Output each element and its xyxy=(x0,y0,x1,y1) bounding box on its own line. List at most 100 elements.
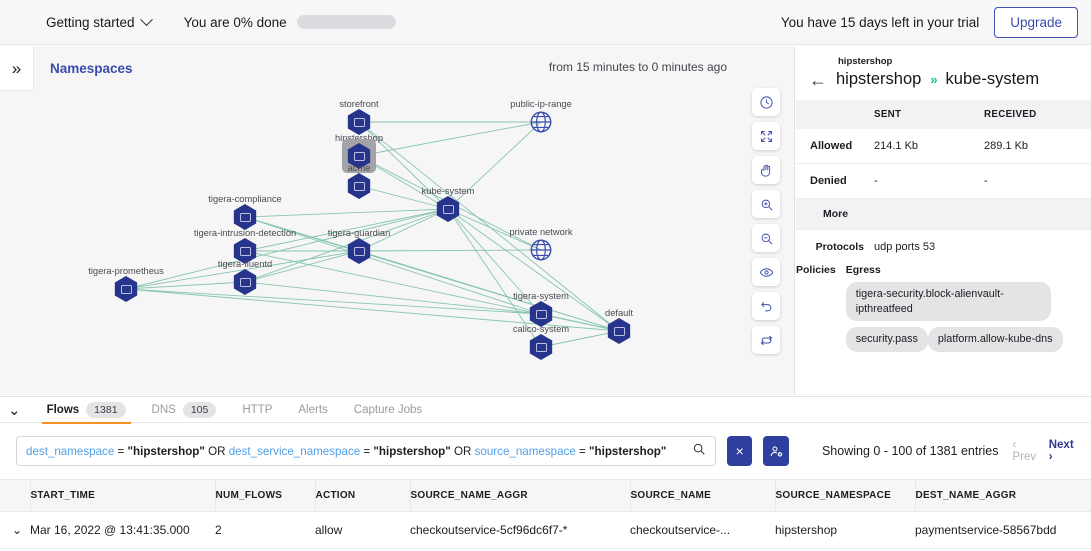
graph-time-range-label: from 15 minutes to 0 minutes ago xyxy=(548,60,727,74)
workload-hex-icon xyxy=(347,238,371,264)
collapse-chevron-down-icon[interactable]: ⌄ xyxy=(8,401,21,419)
col-source_name_aggr[interactable]: SOURCE_NAME_AGGR xyxy=(410,479,631,512)
col-num_flows[interactable]: NUM_FLOWS xyxy=(215,479,316,512)
graph-edges xyxy=(125,121,620,348)
sidebar-expand-toggle[interactable]: » xyxy=(0,46,34,91)
graph-node-tigera-prometheus[interactable] xyxy=(113,276,139,302)
node-screen-icon xyxy=(613,326,625,336)
graph-node-tigera-fluentd[interactable] xyxy=(232,269,258,295)
getting-started-menu[interactable]: Getting started xyxy=(46,12,153,30)
tab-alerts[interactable]: Alerts xyxy=(285,397,340,423)
prev-page-button[interactable]: ‹ Prev xyxy=(1012,439,1037,463)
detail-header: hipstershop ← hipstershop » kube-system xyxy=(796,46,1091,100)
tab-http[interactable]: HTTP xyxy=(229,397,285,423)
graph-node-kube-system[interactable] xyxy=(435,196,461,222)
query-token: = xyxy=(360,444,374,458)
more-section-label[interactable]: More xyxy=(796,199,1091,230)
col-received: RECEIVED xyxy=(984,109,1037,120)
upgrade-button[interactable]: Upgrade xyxy=(994,6,1078,38)
cell-num-flows: 2 xyxy=(215,511,315,549)
clock-icon[interactable] xyxy=(752,88,780,116)
graph-node-hipstershop[interactable] xyxy=(342,139,376,173)
policy-pill[interactable]: platform.allow-kube-dns xyxy=(927,327,1063,352)
service-graph-panel[interactable]: Namespaces from 15 minutes to 0 minutes … xyxy=(0,46,795,395)
workload-hex-icon xyxy=(529,334,553,360)
cell-action: allow xyxy=(315,511,410,549)
graph-breadcrumb-namespaces[interactable]: Namespaces xyxy=(50,61,133,76)
pan-hand-icon[interactable] xyxy=(752,156,780,184)
workload-hex-icon xyxy=(233,204,257,230)
table-row: Denied-- xyxy=(796,164,1091,199)
eye-icon[interactable] xyxy=(752,258,780,286)
graph-node-tigera-guardian[interactable] xyxy=(346,238,372,264)
graph-node-tigera-system[interactable] xyxy=(528,301,554,327)
tab-capture-jobs[interactable]: Capture Jobs xyxy=(341,397,435,423)
col-source_namespace[interactable]: SOURCE_NAMESPACE xyxy=(775,479,916,512)
stat-received: - xyxy=(984,175,988,187)
graph-toolbar xyxy=(752,88,780,354)
showing-entries-label: Showing 0 - 100 of 1381 entries xyxy=(821,444,999,458)
search-input[interactable]: dest_namespace = "hipstershop" OR dest_s… xyxy=(16,436,716,466)
node-screen-icon xyxy=(353,151,365,161)
zoom-in-icon[interactable] xyxy=(752,190,780,218)
undo-icon[interactable] xyxy=(752,292,780,320)
flow-direction-icon: » xyxy=(930,72,937,87)
node-screen-icon xyxy=(239,277,251,287)
search-icon[interactable] xyxy=(688,442,706,461)
tab-label: DNS xyxy=(151,403,176,416)
detail-title-row: ← hipstershop » kube-system xyxy=(796,70,1091,89)
expand-icon[interactable] xyxy=(752,122,780,150)
node-screen-icon xyxy=(353,246,365,256)
graph-node-calico-system[interactable] xyxy=(528,334,554,360)
query-token: = xyxy=(114,444,128,458)
row-expand-toggle[interactable]: ⌄ xyxy=(0,511,30,549)
node-screen-icon xyxy=(120,284,132,294)
workload-hex-icon xyxy=(347,143,371,169)
graph-node-tigera-compliance[interactable] xyxy=(232,204,258,230)
graph-node-default[interactable] xyxy=(606,318,632,344)
progress-bar xyxy=(296,15,396,29)
next-page-button[interactable]: Next › xyxy=(1048,439,1074,463)
refresh-icon[interactable] xyxy=(752,326,780,354)
clear-search-button[interactable]: × xyxy=(727,436,753,466)
query-token: "hipstershop" xyxy=(589,444,667,458)
user-settings-button[interactable] xyxy=(763,436,789,466)
query-token: dest_service_namespace xyxy=(228,444,361,458)
policy-pill[interactable]: tigera-security.block-alienvault-ipthrea… xyxy=(845,282,1051,322)
col-dest_name_aggr[interactable]: DEST_NAME_AGGR xyxy=(915,479,1091,512)
policies-label: Policies xyxy=(796,264,836,276)
node-screen-icon xyxy=(353,181,365,191)
chevron-down-icon xyxy=(139,12,153,26)
node-screen-icon xyxy=(239,246,251,256)
workload-hex-icon xyxy=(436,196,460,222)
col-start_time[interactable]: START_TIME xyxy=(30,479,216,512)
detail-namespace-label: hipstershop xyxy=(838,56,893,67)
close-icon: × xyxy=(735,443,744,459)
back-arrow-icon[interactable]: ← xyxy=(809,69,827,90)
workload-hex-icon xyxy=(233,269,257,295)
col-source_name[interactable]: SOURCE_NAME xyxy=(630,479,776,512)
col-expander xyxy=(0,479,31,512)
col-action[interactable]: ACTION xyxy=(315,479,411,512)
policy-pill[interactable]: security.pass xyxy=(845,327,928,352)
graph-node-storefront[interactable] xyxy=(346,109,372,135)
pagination: ‹ Prev Next › xyxy=(1012,439,1075,463)
graph-node-acme[interactable] xyxy=(346,173,372,199)
workload-hex-icon xyxy=(607,318,631,344)
tab-label: Alerts xyxy=(298,403,328,416)
zoom-out-icon[interactable] xyxy=(752,224,780,252)
workload-hex-icon xyxy=(529,301,553,327)
protocols-label: Protocols xyxy=(815,241,864,253)
graph-node-private-network[interactable] xyxy=(528,237,554,263)
workload-hex-icon xyxy=(233,238,257,264)
graph-node-public-ip-range[interactable] xyxy=(528,109,554,135)
graph-node-tigera-intrusion-detection[interactable] xyxy=(232,238,258,264)
